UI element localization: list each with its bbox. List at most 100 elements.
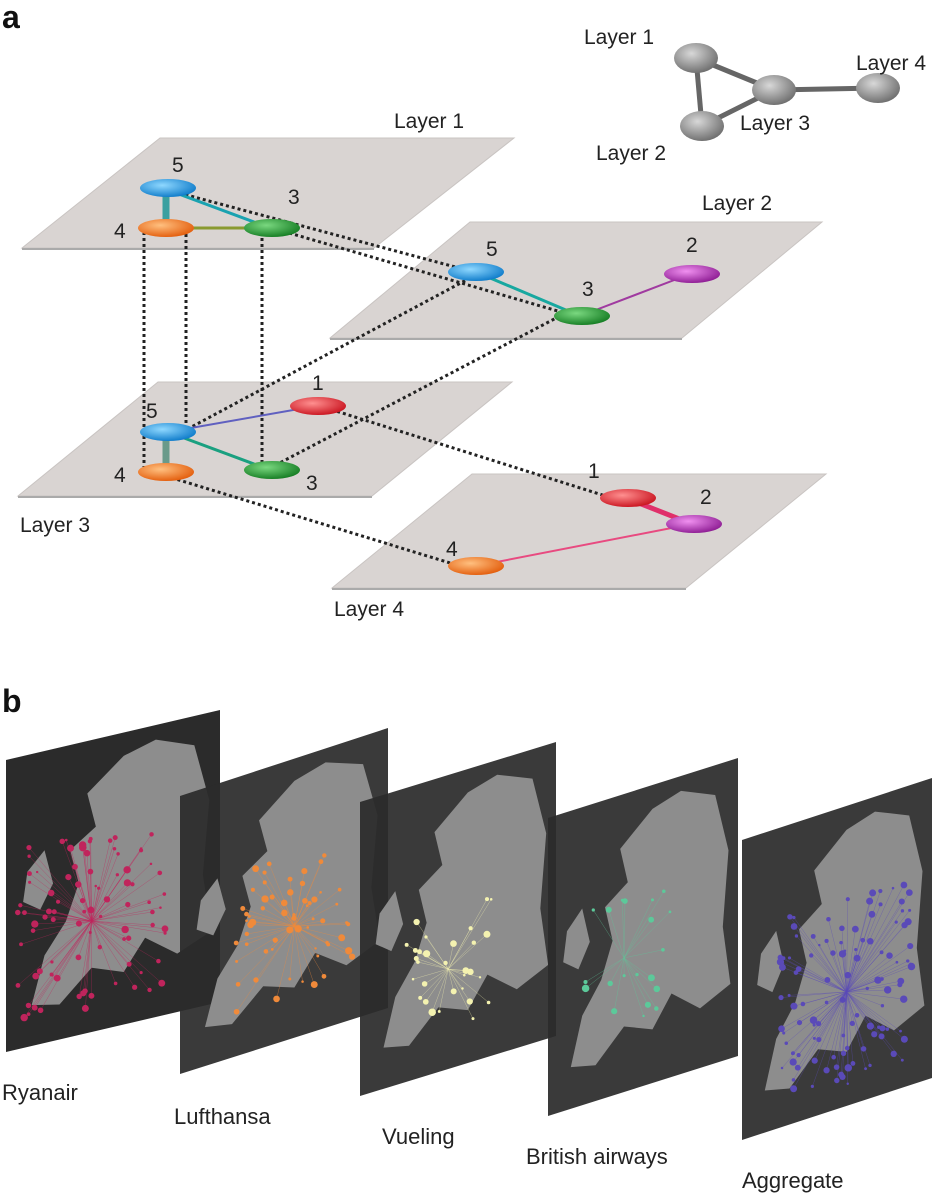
airport-dot — [319, 891, 322, 894]
airport-dot — [611, 1008, 618, 1015]
airport-dot — [462, 967, 470, 974]
node-label: 1 — [312, 372, 324, 395]
map-label-ryanair: Ryanair — [2, 1080, 78, 1105]
route-line — [782, 967, 847, 993]
airport-dot — [878, 888, 883, 894]
airport-dot — [874, 976, 882, 984]
inset-layer-graph: Layer 1 Layer 2 Layer 3 Layer 4 — [584, 26, 926, 165]
airport-dot — [591, 908, 595, 912]
route-line — [789, 957, 847, 993]
airport-dot — [878, 902, 883, 907]
route-line — [62, 841, 92, 922]
airport-dot — [644, 1001, 651, 1008]
airport-dot — [310, 981, 318, 989]
airport-dot — [897, 977, 905, 985]
airport-dot — [871, 1031, 878, 1038]
map-landmass — [570, 790, 731, 1068]
airport-dot — [428, 1008, 436, 1016]
airport-dot — [462, 973, 466, 977]
airport-dot — [287, 889, 294, 896]
airport-dot — [233, 940, 239, 946]
airport-dot — [59, 838, 66, 845]
airport-dot — [262, 880, 267, 885]
route-line — [846, 945, 911, 993]
panel-a-label: a — [2, 0, 20, 35]
airport-dot — [53, 974, 61, 982]
route-line — [813, 991, 847, 1026]
airport-dot — [843, 949, 847, 953]
airport-dot — [844, 971, 852, 979]
route-line — [846, 960, 908, 993]
route-line — [846, 991, 883, 1029]
airport-dot — [322, 853, 327, 858]
l3-node-5 — [140, 423, 196, 441]
airport-dot — [272, 937, 278, 943]
route-line — [91, 911, 153, 922]
l2-node-2 — [664, 265, 720, 283]
route-line — [846, 991, 848, 1084]
route-line — [840, 991, 847, 1075]
airport-dot — [461, 987, 464, 990]
route-line — [249, 916, 295, 927]
route-line — [250, 924, 295, 927]
airport-dot — [305, 904, 309, 908]
airport-dot — [345, 921, 349, 925]
map-labels: Ryanair Lufthansa Vueling British airway… — [2, 1080, 844, 1193]
route-line — [846, 991, 854, 1064]
airport-dot — [97, 944, 103, 950]
airport-dot — [823, 1067, 830, 1074]
route-line — [91, 920, 162, 984]
route-line — [796, 935, 847, 993]
airport-dot — [900, 1058, 904, 1062]
airport-dot — [778, 1025, 785, 1033]
route-line — [86, 853, 92, 922]
airport-dot — [348, 953, 356, 960]
airport-dot — [581, 984, 590, 993]
airport-dot — [158, 979, 166, 987]
airport-dot — [87, 868, 94, 875]
airport-dot — [112, 835, 118, 841]
airport-dot — [121, 925, 129, 934]
airport-dot — [654, 1006, 659, 1011]
route-line — [37, 871, 92, 922]
airport-dot — [116, 852, 120, 856]
route-line — [90, 871, 92, 922]
route-line — [65, 839, 92, 922]
airport-dot — [810, 1084, 814, 1088]
route-line — [91, 920, 116, 984]
airport-dot — [162, 892, 167, 896]
airport-dot — [483, 930, 491, 938]
airport-dot — [75, 954, 82, 961]
map-landmass-uk — [757, 930, 784, 993]
airport-dot — [607, 980, 613, 987]
route-line — [91, 884, 133, 922]
airport-dot — [900, 1035, 908, 1043]
airport-dot — [107, 838, 113, 843]
airport-dot — [890, 1050, 897, 1057]
route-line — [237, 925, 295, 985]
route-line — [289, 926, 295, 979]
airport-dot — [250, 887, 255, 892]
airport-dot — [854, 947, 858, 952]
route-line — [82, 845, 92, 922]
inset-node-layer-3 — [752, 75, 796, 105]
airport-dot — [26, 844, 32, 851]
l4-node-1 — [600, 489, 656, 507]
route-line — [447, 968, 474, 1019]
airport-dot — [316, 954, 320, 958]
airport-dot — [423, 950, 431, 958]
route-line — [846, 949, 856, 992]
airport-dot — [650, 898, 655, 902]
airport-dot — [416, 960, 420, 964]
airport-dot — [149, 862, 153, 866]
airport-dot — [787, 956, 792, 960]
airport-dot — [244, 931, 250, 937]
route-line — [447, 943, 454, 970]
airport-dot — [15, 909, 21, 916]
airport-dot — [900, 881, 908, 889]
airport-dot — [642, 1014, 645, 1018]
map-panel-lufthansa — [180, 728, 388, 1074]
l1-node-4 — [138, 219, 194, 237]
inset-node-layer-1 — [674, 43, 718, 73]
airport-dot — [796, 1053, 801, 1058]
